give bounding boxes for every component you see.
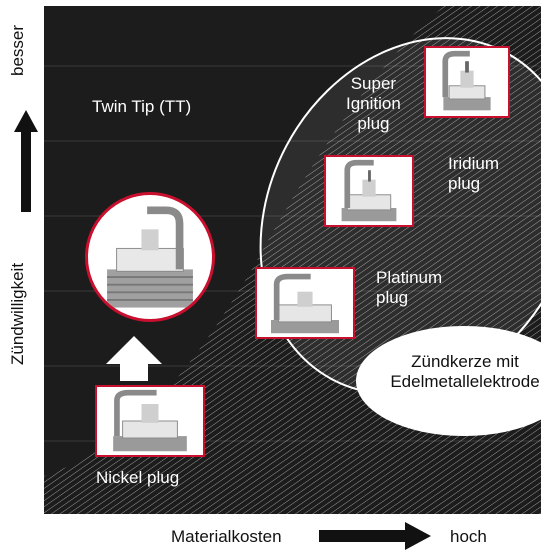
spark-plug-icon (113, 389, 187, 452)
x-axis-right-label: hoch (450, 527, 487, 546)
twin-tip-label: Twin Tip (TT) (92, 97, 192, 116)
y-axis-top-label: besser (8, 24, 27, 76)
spark-plug-icon (271, 273, 339, 334)
super-ignition-label: Super Ignition plug (346, 74, 401, 133)
nickel-plug-image (95, 385, 205, 457)
spark-plug-icon (341, 159, 397, 222)
iridium-plug-image (324, 155, 414, 227)
super-ignition-plug-image (424, 46, 510, 118)
spark-plug-icon (107, 206, 193, 308)
nickel-label: Nickel plug (96, 468, 180, 487)
upgrade-arrow (106, 336, 162, 381)
platinum-label: Platinum plug (376, 268, 443, 307)
x-axis-arrow (319, 522, 431, 550)
platinum-plug-image (255, 267, 355, 339)
y-axis-arrow (14, 110, 38, 212)
precious-metal-label: Zündkerze mit Edelmetallelektrode (390, 352, 540, 391)
precious-metal-label-ellipse (356, 326, 541, 436)
iridium-label: Iridium plug (448, 154, 500, 193)
y-axis-bottom-label: Zündwilligkeit (8, 262, 27, 365)
x-axis-left-label: Materialkosten (171, 527, 282, 546)
spark-plug-icon (442, 50, 491, 111)
twin-tip-plug-image (85, 192, 215, 322)
